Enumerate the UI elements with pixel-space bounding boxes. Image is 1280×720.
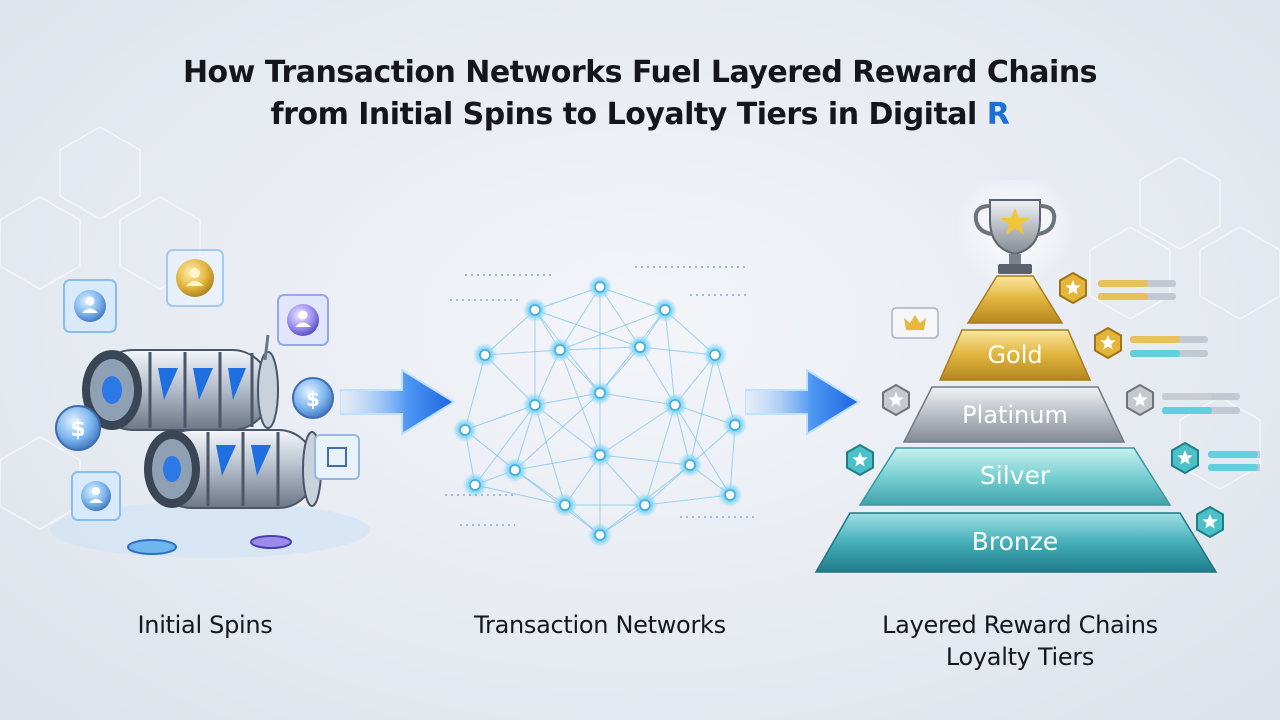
progress-bar-fill [1208, 464, 1258, 471]
crown-card-icon [891, 307, 939, 339]
tier-platinum-label: Platinum [962, 401, 1068, 429]
tier-bronze-label: Bronze [972, 527, 1059, 556]
network-edge [644, 494, 731, 506]
network-edge [534, 309, 641, 348]
star-icon [1100, 335, 1116, 350]
right-arrow-icon [340, 368, 456, 436]
chip-stack-icon [127, 535, 292, 555]
network-edge [599, 392, 676, 406]
tier-top [966, 275, 1064, 324]
progress-bar-fill [1162, 393, 1212, 400]
network-node [459, 424, 471, 436]
network-edge [464, 354, 486, 431]
network-edge [644, 404, 676, 506]
network-node [594, 449, 606, 461]
user-badge-icon [71, 471, 121, 521]
network-node [709, 349, 721, 361]
loyalty-pyramid: Gold Platinum Silver Bronze [814, 180, 1260, 573]
user-badge-icon [277, 294, 329, 346]
network-node [559, 499, 571, 511]
network-node [634, 341, 646, 353]
svg-text:$: $ [306, 387, 320, 411]
star-icon [1177, 450, 1193, 465]
tier-platinum: Platinum [902, 386, 1126, 443]
stage-label-initial-spins: Initial Spins [137, 611, 273, 639]
network-edge [599, 286, 641, 348]
stage-label-transaction-networks: Transaction Networks [474, 611, 726, 639]
network-node [669, 399, 681, 411]
network-node [529, 304, 541, 316]
user-badge-icon [63, 279, 117, 333]
network-node [594, 281, 606, 293]
title-line-1: How Transaction Networks Fuel Layered Re… [182, 55, 1098, 90]
square-token-icon [314, 434, 360, 480]
network-node [554, 344, 566, 356]
tier-gold-label: Gold [987, 341, 1042, 369]
tier-gold: Gold [938, 329, 1092, 381]
network-node [639, 499, 651, 511]
network-edge [664, 309, 676, 406]
initial-spins-illustration: $ $ [50, 249, 370, 558]
network-edge [514, 454, 601, 471]
network-node [529, 399, 541, 411]
network-edge [474, 484, 566, 506]
network-node [594, 529, 606, 541]
progress-bar-fill [1208, 451, 1258, 458]
progress-bar-fill [1098, 280, 1148, 287]
trophy-icon [973, 199, 1057, 274]
network-edge [599, 404, 676, 456]
stage-label-line-2: Loyalty Tiers [945, 643, 1095, 671]
network-edge [689, 354, 716, 466]
network-node [479, 349, 491, 361]
dollar-coin-icon: $ [292, 377, 334, 419]
star-icon [1132, 392, 1148, 407]
network-node [469, 479, 481, 491]
network-edge [534, 404, 601, 456]
dollar-coin-icon: $ [55, 405, 101, 451]
network-edge [474, 404, 536, 486]
title-line-2-text: from Initial Spins to Loyalty Tiers in D… [270, 97, 978, 132]
network-edge [639, 346, 716, 356]
star-icon [852, 452, 868, 467]
network-node [684, 459, 696, 471]
title-line-2: from Initial Spins to Loyalty Tiers in D… [0, 94, 1280, 136]
progress-bar-fill [1130, 336, 1180, 343]
progress-bar-fill [1130, 350, 1180, 357]
network-edge [674, 404, 731, 496]
network-edge [559, 309, 666, 351]
network-graph-icon [445, 266, 755, 547]
network-edge [559, 346, 641, 351]
network-edge [464, 404, 536, 431]
network-node [659, 304, 671, 316]
network-node [509, 464, 521, 476]
svg-text:$: $ [70, 417, 85, 442]
brand-logo: R [986, 97, 1010, 132]
network-node [729, 419, 741, 431]
network-edge [534, 404, 566, 506]
stage-label-loyalty-tiers: Layered Reward Chains Loyalty Tiers [850, 609, 1190, 673]
network-edge [599, 454, 691, 466]
star-icon [888, 392, 904, 407]
stage-label-line-1: Layered Reward Chains [882, 611, 1158, 639]
network-node [724, 489, 736, 501]
star-icon [1202, 514, 1218, 529]
network-edge [484, 349, 561, 356]
network-edge [559, 349, 601, 456]
progress-bar-fill [1162, 407, 1212, 414]
right-arrow-icon [745, 368, 861, 436]
page-title: How Transaction Networks Fuel Layered Re… [0, 52, 1280, 136]
network-edge [514, 392, 601, 471]
progress-bar-fill [1098, 293, 1148, 300]
user-badge-icon [166, 249, 224, 307]
slot-reel-icon [144, 429, 322, 509]
tier-silver: Silver [858, 447, 1172, 506]
tier-bronze: Bronze [814, 512, 1218, 573]
star-icon [1065, 280, 1081, 295]
network-node [594, 387, 606, 399]
slot-reel-icon [82, 349, 279, 431]
network-edge [559, 286, 601, 351]
network-edge [714, 354, 736, 426]
tier-silver-label: Silver [980, 461, 1051, 490]
